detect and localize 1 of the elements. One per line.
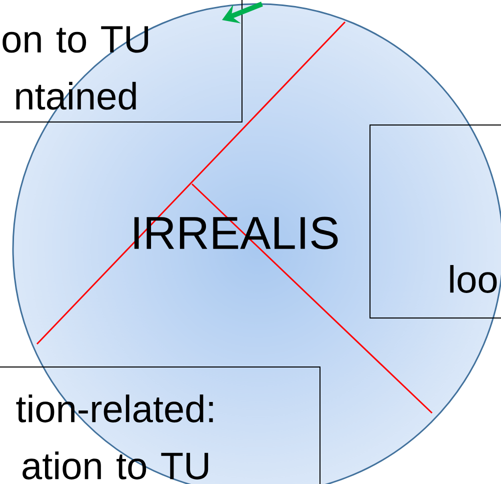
text-box: loo [370,124,501,318]
